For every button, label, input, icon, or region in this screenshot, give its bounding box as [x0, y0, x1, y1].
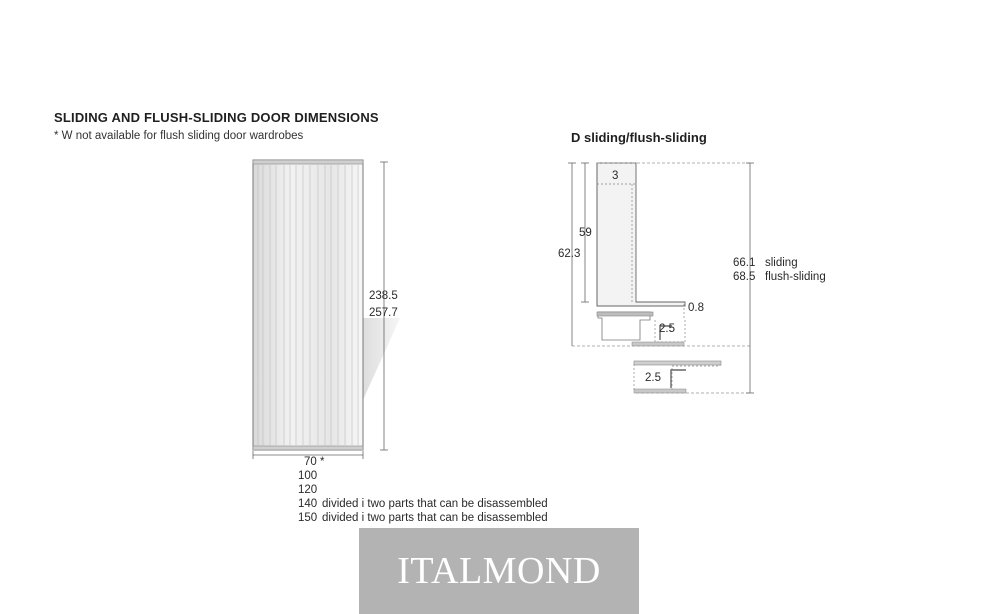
dimension-3-marker: [597, 183, 636, 302]
door-elevation: [252, 159, 400, 459]
door-shadow: [363, 318, 400, 400]
flush-depth-value: 68.5: [733, 271, 756, 283]
availability-note: * W not available for flush sliding door…: [54, 130, 304, 142]
lower-track-base: [633, 388, 687, 394]
width-value-70: 70 *: [304, 456, 325, 468]
depth-dim-0-8: 0.8: [688, 302, 704, 314]
depth-dim-3: 3: [612, 170, 619, 182]
watermark-logo-text: ITALMOND: [397, 550, 601, 592]
lower-track-rail: [633, 360, 722, 366]
door-grooves: [257, 165, 359, 445]
door-bottom-rail: [252, 445, 364, 451]
upper-track-hook: [659, 325, 672, 340]
lower-track-hook: [670, 369, 686, 388]
depth-dimension-lines: [568, 162, 754, 394]
door-top-rail: [252, 159, 364, 165]
height-dimension-line: [380, 161, 388, 451]
depth-dim-62-3: 62.3: [558, 248, 581, 260]
sliding-depth-value: 66.1: [733, 257, 756, 269]
sliding-depth-label: sliding: [765, 257, 798, 269]
depth-dim-59: 59: [579, 227, 592, 239]
width-note-140: divided i two parts that can be disassem…: [322, 498, 548, 510]
depth-dim-2-5-upper: 2.5: [659, 323, 675, 335]
flush-depth-label: flush-sliding: [765, 271, 826, 283]
door-height-tall: 257.7: [369, 307, 398, 319]
depth-dim-2-5-lower: 2.5: [645, 372, 661, 384]
profile-section: [568, 162, 754, 394]
width-value-150: 150: [298, 512, 318, 524]
width-note-150: divided i two parts that can be disassem…: [322, 512, 548, 524]
width-dimension-line: [252, 451, 364, 459]
page-title: SLIDING AND FLUSH-SLIDING DOOR DIMENSION…: [54, 110, 379, 125]
depth-section-title: D sliding/flush-sliding: [571, 130, 707, 145]
depth-dashed-extents: [572, 162, 750, 394]
upper-track-base: [631, 341, 685, 347]
upper-l-profile: [596, 162, 686, 307]
door-panel: [252, 159, 364, 451]
italmond-watermark: ITALMOND: [359, 528, 639, 614]
width-value-100: 100: [298, 470, 318, 482]
upper-track-rail: [596, 311, 654, 317]
door-height-standard: 238.5: [369, 290, 398, 302]
width-value-140: 140: [298, 498, 318, 510]
width-value-120: 120: [298, 484, 318, 496]
